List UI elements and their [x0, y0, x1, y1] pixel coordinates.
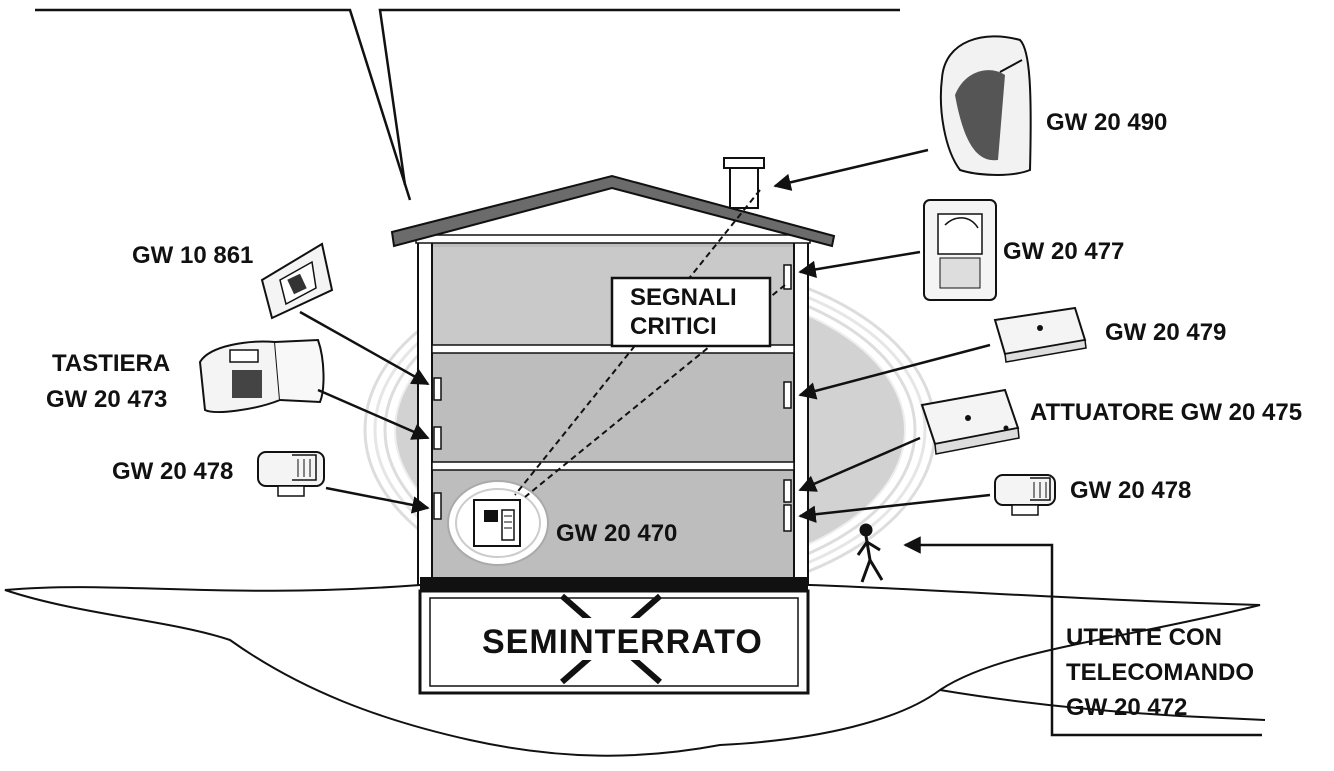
label-gw20478-left: GW 20 478 — [112, 458, 233, 485]
keypad-gw10861-icon — [260, 242, 334, 320]
wall-sensors — [433, 264, 792, 532]
roof — [390, 174, 836, 248]
detector-gw20478-right-icon — [994, 474, 1056, 516]
antenna-lines — [35, 8, 900, 201]
pir-gw20477-icon — [923, 199, 997, 301]
central-unit-icon — [447, 480, 549, 566]
device-labels: GW 20 490 GW 20 477 GW 20 479 ATTUATORE … — [46, 109, 1302, 721]
label-utente: UTENTE CON — [1066, 624, 1222, 651]
label-gw20470: GW 20 470 — [556, 520, 677, 547]
label-gw20490: GW 20 490 — [1046, 109, 1167, 136]
label-gw20479: GW 20 479 — [1105, 319, 1226, 346]
label-segnali: SEGNALI — [630, 284, 737, 311]
label-gw20477: GW 20 477 — [1003, 238, 1124, 265]
label-tastiera: TASTIERA — [52, 350, 170, 377]
connection-arrows — [299, 148, 991, 523]
label-gw20473: GW 20 473 — [46, 386, 167, 413]
critical-signals-box — [610, 276, 772, 348]
actuator-gw20475-icon — [920, 388, 1020, 455]
label-telecomando: TELECOMANDO — [1066, 659, 1254, 686]
detector-gw20478-left-icon — [257, 451, 325, 497]
label-gw10861: GW 10 861 — [132, 242, 253, 269]
user-callout-line — [903, 536, 1262, 737]
label-critici: CRITICI — [630, 313, 717, 340]
user-with-remote-icon — [856, 523, 884, 583]
keyboard-gw20473-icon — [198, 338, 325, 413]
label-gw20475: ATTUATORE GW 20 475 — [1030, 399, 1302, 426]
label-gw20472: GW 20 472 — [1066, 694, 1187, 721]
label-seminterrato: SEMINTERRATO — [482, 623, 763, 661]
module-gw20479-icon — [993, 306, 1087, 363]
siren-gw20490-icon — [939, 35, 1032, 176]
label-gw20478-right: GW 20 478 — [1070, 477, 1191, 504]
